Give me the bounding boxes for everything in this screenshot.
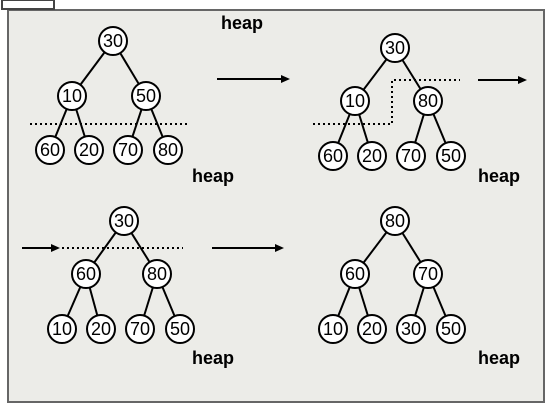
node-value: 70 [130, 319, 150, 339]
corner-tab [1, 0, 55, 10]
node-value: 10 [323, 319, 343, 339]
heap-tree-1: 30 10 50 60 20 70 80 heap [35, 26, 234, 186]
diagram-frame [7, 9, 545, 403]
arrow-4 [212, 244, 284, 252]
tree-node: 20 [357, 141, 387, 171]
tree-node: 20 [86, 314, 116, 344]
arrow-2 [478, 76, 527, 84]
tree-node: 50 [436, 314, 466, 344]
tree-node: 70 [125, 314, 155, 344]
node-value: 70 [401, 146, 421, 166]
tree-node: 50 [436, 141, 466, 171]
node-value: 50 [136, 86, 156, 106]
node-value: 30 [385, 38, 405, 58]
tree-node: 60 [71, 259, 101, 289]
tree-node: 50 [165, 314, 195, 344]
tree-node: 80 [142, 259, 172, 289]
node-value: 30 [103, 31, 123, 51]
node-value: 60 [76, 264, 96, 284]
node-value: 80 [418, 91, 438, 111]
node-value: 50 [441, 319, 461, 339]
arrow-3 [22, 244, 60, 252]
tree-node: 60 [35, 135, 65, 165]
node-value: 30 [401, 319, 421, 339]
heap-label: heap [192, 348, 234, 368]
tree-node: 10 [47, 314, 77, 344]
arrow-1 [217, 75, 290, 83]
tree-node: 80 [380, 206, 410, 236]
tree-node: 70 [113, 135, 143, 165]
heap-tree-4: 80 60 70 10 20 30 50 heap [318, 206, 520, 368]
node-value: 60 [40, 140, 60, 160]
heap-tree-3: 30 60 80 10 20 70 50 heap [47, 206, 234, 368]
node-value: 60 [323, 146, 343, 166]
tree-node: 10 [318, 314, 348, 344]
tree-node: 20 [357, 314, 387, 344]
tree-node: 60 [340, 259, 370, 289]
node-value: 50 [441, 146, 461, 166]
node-value: 20 [362, 146, 382, 166]
node-value: 50 [170, 319, 190, 339]
tree-node: 20 [74, 135, 104, 165]
node-value: 60 [345, 264, 365, 284]
node-value: 80 [385, 211, 405, 231]
tree-node: 10 [57, 81, 87, 111]
tree-node: 60 [318, 141, 348, 171]
node-value: 10 [62, 86, 82, 106]
tree-node: 50 [131, 81, 161, 111]
node-value: 10 [52, 319, 72, 339]
top-heap-label: heap [221, 13, 263, 33]
tree-node: 30 [396, 314, 426, 344]
node-value: 20 [91, 319, 111, 339]
heap-tree-2: 30 10 80 60 20 70 50 heap [318, 33, 520, 186]
heap-label: heap [478, 348, 520, 368]
tree-node: 30 [109, 206, 139, 236]
node-value: 80 [158, 140, 178, 160]
node-value: 30 [114, 211, 134, 231]
node-value: 80 [147, 264, 167, 284]
tree-node: 70 [413, 259, 443, 289]
node-value: 20 [79, 140, 99, 160]
node-value: 20 [362, 319, 382, 339]
tree-node: 80 [413, 86, 443, 116]
heap-label: heap [192, 166, 234, 186]
node-value: 70 [418, 264, 438, 284]
tree-node: 30 [380, 33, 410, 63]
heap-label: heap [478, 166, 520, 186]
tree-node: 80 [153, 135, 183, 165]
dotted-divider-2 [313, 79, 460, 125]
tree-node: 10 [340, 86, 370, 116]
tree-node: 30 [98, 26, 128, 56]
tree-node: 70 [396, 141, 426, 171]
node-value: 10 [345, 91, 365, 111]
node-value: 70 [118, 140, 138, 160]
